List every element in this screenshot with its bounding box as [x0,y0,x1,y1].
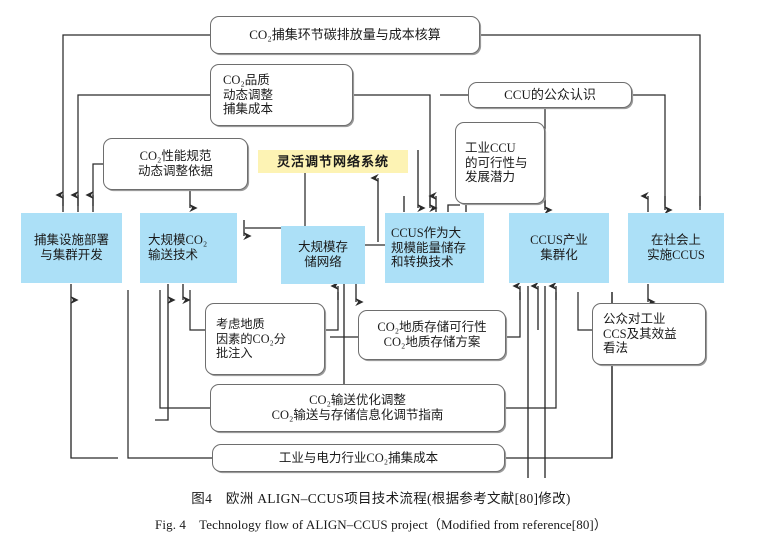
node-label: 工业CCU 的可行性与 发展潜力 [465,140,528,185]
caption-english: Fig. 4 Technology flow of ALIGN–CCUS pro… [155,517,607,532]
node-label: 灵活调节网络系统 [276,153,389,169]
node-public-view-ccs: 公众对工业 CCS及其效益 看法 [592,303,706,365]
caption-chinese: 图4 欧洲 ALIGN–CCUS项目技术流程(根据参考文献[80]修改) [191,491,571,506]
node-industrial-ccu-potential: 工业CCU 的可行性与 发展潜力 [455,122,545,204]
node-geological-storage: CO₂地质存储可行性 CO₂地质存储方案 [358,310,506,360]
node-label: CCUS产业 集群化 [530,233,588,262]
node-capture-deployment: 捕集设施部署 与集群开发 [21,213,122,283]
node-label: CO₂输送优化调整 CO₂输送与存储信息化调节指南 [271,393,444,422]
node-ccus-in-society: 在社会上 实施CCUS [628,213,724,283]
figure-caption: 图4 欧洲 ALIGN–CCUS项目技术流程(根据参考文献[80]修改) Fig… [0,487,762,533]
node-label: 工业与电力行业CO₂捕集成本 [278,450,439,465]
node-label: CCUS作为大 规模能量储存 和转换技术 [391,225,467,270]
node-ccus-energy-storage: CCUS作为大 规模能量储存 和转换技术 [385,213,484,283]
node-public-awareness-ccu: CCU的公众认识 [468,82,632,108]
node-label: 考虑地质 因素的CO₂分 批注入 [216,317,286,361]
node-label: CO₂捕集环节碳排放量与成本核算 [249,27,441,43]
node-label: CCU的公众认识 [504,87,596,103]
node-co2-quality: CO₂品质 动态调整 捕集成本 [210,64,353,126]
node-label: 大规模CO₂ 输送技术 [148,233,208,262]
node-label: 大规模存 储网络 [297,240,348,269]
node-co2-performance-spec: CO₂性能规范 动态调整依据 [103,138,248,190]
node-label: 公众对工业 CCS及其效益 看法 [603,311,677,356]
node-transport-optimization: CO₂输送优化调整 CO₂输送与存储信息化调节指南 [210,384,505,432]
node-large-scale-transport: 大规模CO₂ 输送技术 [140,213,237,283]
node-geological-injection: 考虑地质 因素的CO₂分 批注入 [205,303,325,375]
node-industrial-power-capture-cost: 工业与电力行业CO₂捕集成本 [212,444,505,472]
node-flexible-network-system: 灵活调节网络系统 [258,150,408,173]
node-label: CO₂地质存储可行性 CO₂地质存储方案 [377,320,487,349]
node-label: CO₂性能规范 动态调整依据 [137,149,213,178]
node-large-scale-storage-network: 大规模存 储网络 [281,226,365,284]
node-label: 捕集设施部署 与集群开发 [33,233,109,262]
node-carbon-accounting: CO₂捕集环节碳排放量与成本核算 [210,16,480,54]
node-label: CO₂品质 动态调整 捕集成本 [223,72,274,117]
node-ccus-industrial-cluster: CCUS产业 集群化 [509,213,609,283]
node-label: 在社会上 实施CCUS [647,233,705,262]
